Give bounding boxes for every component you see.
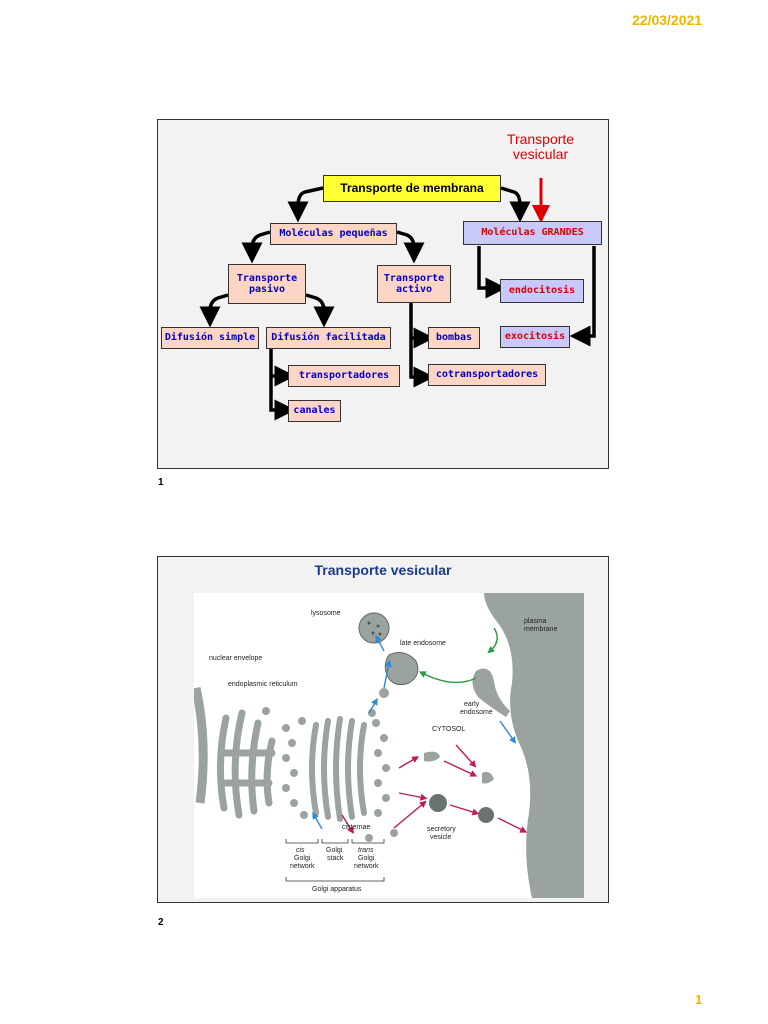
plasma-membrane-shape [484,593,584,898]
page-number: 1 [695,992,703,1007]
arrow-facilitada-down [269,348,296,421]
arrow-root-to-large [500,186,531,223]
label-cis-1: cis [296,847,305,854]
label-trans-3: network [354,863,379,870]
label-secretory-1: secretory [427,826,456,833]
slide-2-vesicular-transport: Transporte vesicular [157,556,609,903]
label-er: endoplasmic reticulum [228,681,298,688]
activo-line-1: Transporte [383,272,445,284]
label-cisternae: cisternae [342,824,371,831]
tv-line-2: vesicular [512,146,569,163]
pasivo-box: Transporte pasivo [228,264,306,304]
pasivo-line-2: pasivo [248,284,286,295]
label-plasma-membrane-1: plasma [524,618,547,625]
label-cis-3: network [290,863,315,870]
label-early-endosome-1: early [464,701,480,708]
golgi-diagram: lysosome late endosome plasma membrane n… [191,593,584,898]
small-molecules-box: Moléculas pequeñas [270,223,397,245]
endocitosis-box: endocitosis [500,279,584,303]
transportadores-box: transportadores [288,365,400,387]
canales-box: canales [288,400,341,422]
slide-2-number: 2 [158,917,164,928]
arrow-large-to-exo [569,246,596,347]
label-trans-1: trans [358,847,374,854]
pasivo-line-1: Transporte [236,272,298,284]
arrow-pasivo-to-facilitada [305,293,335,328]
arrow-large-to-endo [477,246,507,299]
activo-box: Transporte activo [377,265,451,303]
label-stack-2: stack [327,855,344,862]
header-date: 22/03/2021 [632,12,703,28]
label-late-endosome: late endosome [400,640,446,647]
lysosome-shape [358,612,390,644]
label-nuclear-envelope: nuclear envelope [209,655,262,662]
slide-2-title: Transporte vesicular [314,562,452,578]
transporte-vesicular-title: Transporte vesicular [483,131,598,163]
late-endosome-shape [384,652,419,685]
arrow-root-to-small [287,186,324,223]
golgi-diagram-svg: lysosome late endosome plasma membrane n… [191,593,584,898]
er-shape [216,709,276,819]
arrows-layer [199,178,596,421]
label-trans-2: Golgi [358,855,375,862]
tv-line-1: Transporte [506,131,575,147]
label-early-endosome-2: endosome [460,709,493,716]
label-golgi-apparatus: Golgi apparatus [312,886,362,893]
slide-1-concept-map: Transporte vesicular Transporte de membr… [157,119,609,469]
nuclear-envelope-shape [191,687,208,804]
arrow-small-to-activo [396,230,425,264]
label-plasma-membrane-2: membrane [524,626,558,633]
slide-1-number: 1 [158,477,164,488]
difusion-simple-box: Difusión simple [161,327,259,349]
label-cis-2: Golgi [294,855,311,862]
root-box: Transporte de membrana [323,175,501,202]
bombas-box: bombas [428,327,480,349]
early-endosome-shape [472,668,510,717]
large-molecules-box: Moléculas GRANDES [463,221,602,245]
golgi-stack-shape [309,716,367,822]
label-lysosome: lysosome [311,610,341,617]
label-cytosol: CYTOSOL [432,726,465,733]
cotransportadores-box: cotransportadores [428,364,546,386]
difusion-facilitada-box: Difusión facilitada [266,327,391,349]
activo-line-2: activo [395,284,433,295]
label-stack-1: Golgi [326,847,343,854]
arrow-pasivo-to-simple [199,293,229,328]
label-secretory-2: vesicle [430,834,452,841]
arrow-activo-down [409,303,435,388]
exocitosis-box: exocitosis [500,326,570,348]
arrow-small-to-pasivo [241,230,271,264]
